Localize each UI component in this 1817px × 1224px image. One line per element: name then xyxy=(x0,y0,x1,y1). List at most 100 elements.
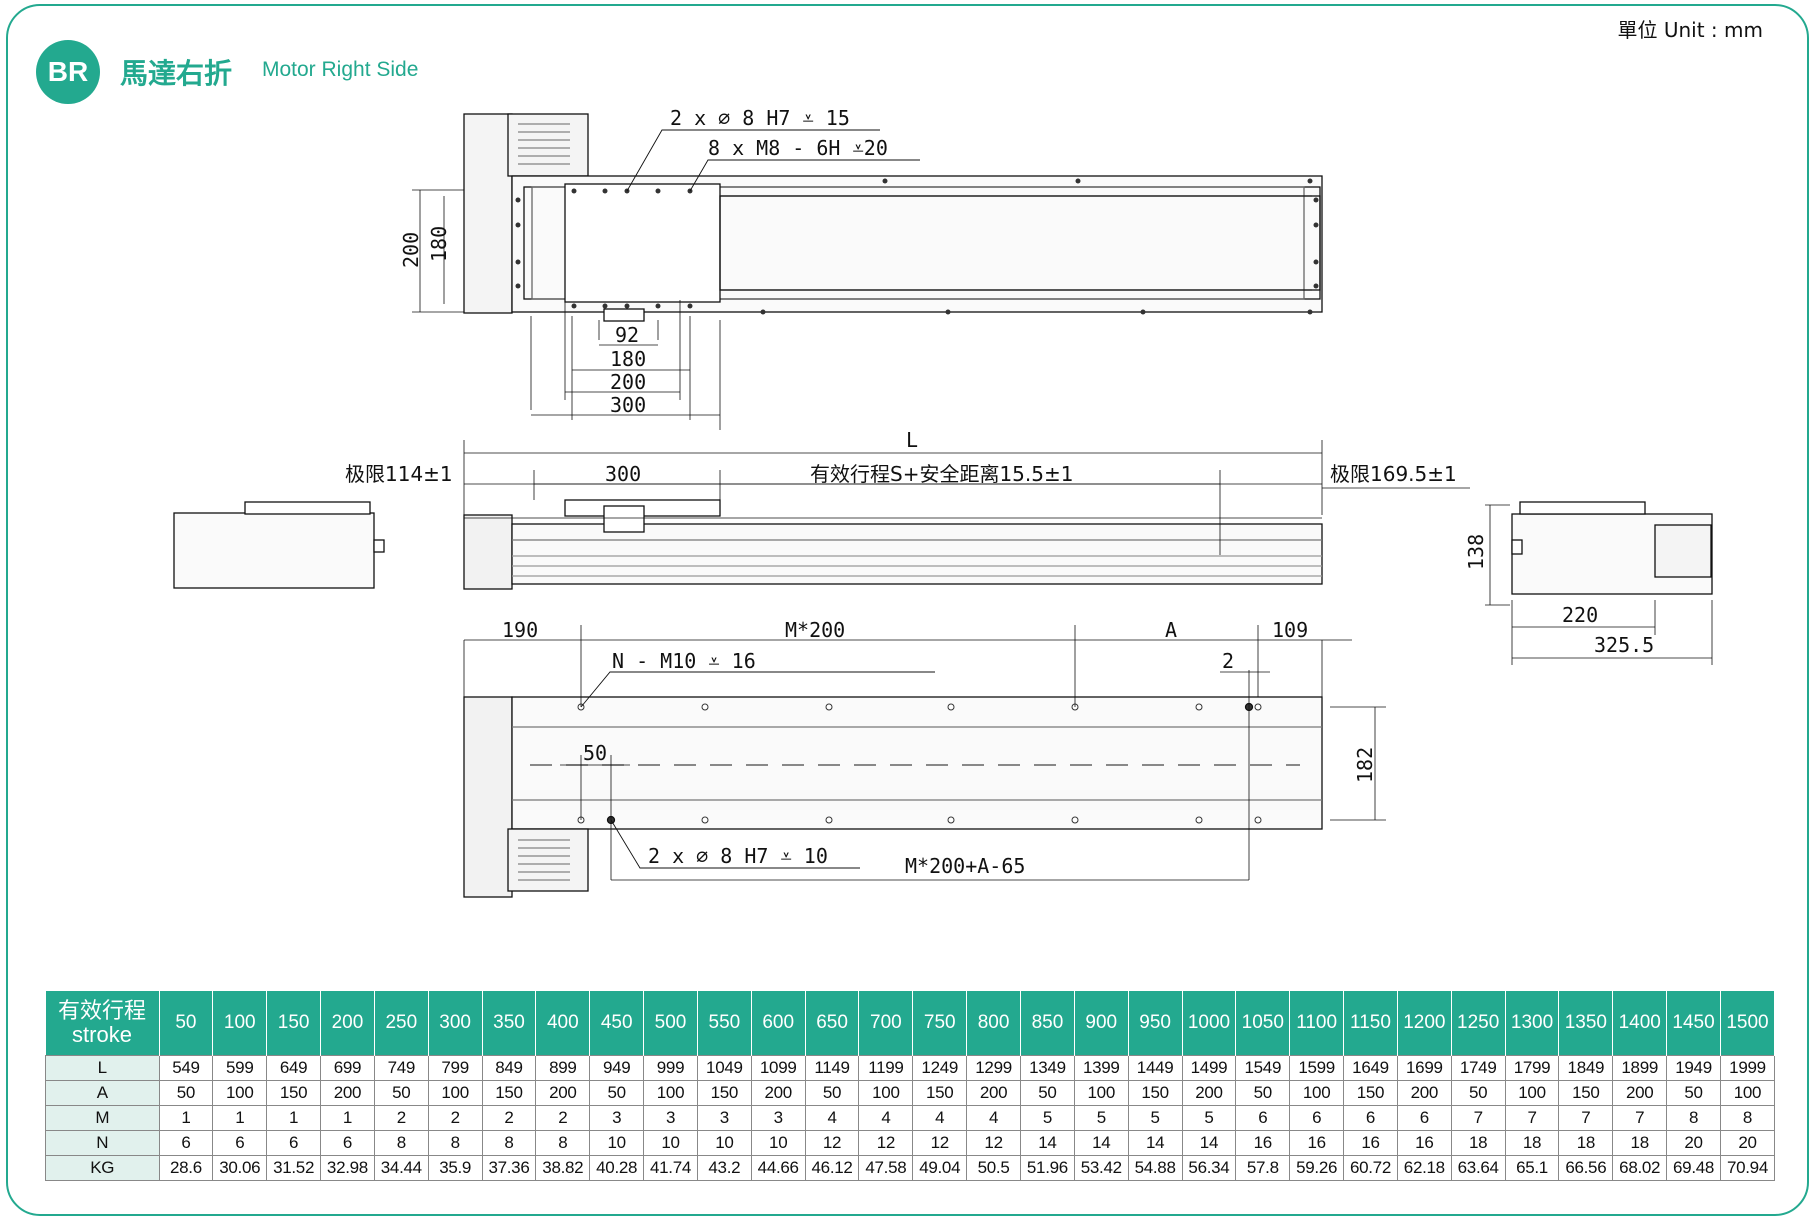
table-cell: 200 xyxy=(535,1080,591,1106)
table-cell: 53.42 xyxy=(1073,1155,1129,1181)
table-cell: 38.82 xyxy=(535,1155,591,1181)
stroke-header-1200: 1200 xyxy=(1397,991,1452,1056)
table-cell: 50 xyxy=(1666,1080,1721,1106)
table-cell: 5 xyxy=(1181,1105,1237,1131)
table-cell: 69.48 xyxy=(1666,1155,1721,1181)
table-cell: 63.64 xyxy=(1450,1155,1506,1181)
table-cell: 2 xyxy=(373,1105,429,1131)
stroke-header-800: 800 xyxy=(966,991,1021,1056)
table-cell: 34.44 xyxy=(373,1155,429,1181)
table-cell: 20 xyxy=(1719,1130,1776,1156)
table-cell: 150 xyxy=(1558,1080,1614,1106)
table-cell: 150 xyxy=(1127,1080,1183,1106)
table-cell: 1799 xyxy=(1504,1055,1560,1081)
table-cell: 150 xyxy=(912,1080,968,1106)
table-cell: 999 xyxy=(643,1055,698,1081)
table-cell: 49.04 xyxy=(912,1155,968,1181)
table-cell: 44.66 xyxy=(750,1155,806,1181)
stroke-header-550: 550 xyxy=(697,991,752,1056)
stroke-header-1450: 1450 xyxy=(1666,991,1721,1056)
table-cell: 32.98 xyxy=(320,1155,375,1181)
table-cell: 6 xyxy=(266,1130,322,1156)
table-cell: 200 xyxy=(1396,1080,1452,1106)
table-cell: 1849 xyxy=(1558,1055,1614,1081)
table-cell: 100 xyxy=(858,1080,914,1106)
top-dim-200: 200 xyxy=(399,232,423,268)
stroke-header-400: 400 xyxy=(535,991,591,1056)
table-cell: 200 xyxy=(1612,1080,1668,1106)
top-dim-180: 180 xyxy=(427,226,451,262)
table-cell: 62.18 xyxy=(1396,1155,1452,1181)
table-cell: 68.02 xyxy=(1612,1155,1668,1181)
table-cell: 8 xyxy=(481,1130,537,1156)
side-dim-300: 300 xyxy=(605,462,641,486)
table-cell: 1299 xyxy=(966,1055,1021,1081)
table-cell: 1399 xyxy=(1073,1055,1129,1081)
table-cell: 100 xyxy=(1719,1080,1776,1106)
table-cell: 50.5 xyxy=(966,1155,1021,1181)
table-cell: 10 xyxy=(750,1130,806,1156)
stroke-header-900: 900 xyxy=(1074,991,1129,1056)
bottom-dim-190: 190 xyxy=(502,618,538,642)
stroke-header-750: 750 xyxy=(912,991,968,1056)
side-dim-L: L xyxy=(906,428,918,452)
table-cell: 65.1 xyxy=(1504,1155,1560,1181)
table-cell: 14 xyxy=(1073,1130,1129,1156)
table-cell: 8 xyxy=(427,1130,483,1156)
table-cell: 46.12 xyxy=(804,1155,860,1181)
table-cell: 5 xyxy=(1127,1105,1183,1131)
table-cell: 30.06 xyxy=(212,1155,268,1181)
table-cell: 1149 xyxy=(804,1055,860,1081)
table-cell: 100 xyxy=(212,1080,268,1106)
stroke-header-1400: 1400 xyxy=(1612,991,1668,1056)
stroke-header-cn: 有效行程 xyxy=(57,998,146,1023)
stroke-header-300: 300 xyxy=(428,991,483,1056)
table-cell: 1599 xyxy=(1289,1055,1345,1081)
stroke-header-850: 850 xyxy=(1020,991,1075,1056)
section-subtitle: Motor Right Side xyxy=(262,58,419,81)
table-cell: 100 xyxy=(1289,1080,1345,1106)
table-cell: 899 xyxy=(535,1055,591,1081)
table-cell: 16 xyxy=(1235,1130,1291,1156)
table-cell: 4 xyxy=(804,1105,860,1131)
stroke-header-1250: 1250 xyxy=(1451,991,1506,1056)
table-cell: 849 xyxy=(481,1055,537,1081)
table-cell: 1549 xyxy=(1235,1055,1291,1081)
table-cell: 100 xyxy=(427,1080,483,1106)
stroke-header-1150: 1150 xyxy=(1343,991,1398,1056)
table-cell: 1 xyxy=(320,1105,375,1131)
table-cell: 10 xyxy=(696,1130,752,1156)
top-dim-200b: 200 xyxy=(610,370,646,394)
stroke-header-250: 250 xyxy=(374,991,429,1056)
table-cell: 2 xyxy=(535,1105,591,1131)
table-cell: 100 xyxy=(643,1080,698,1106)
table-cell: 649 xyxy=(266,1055,322,1081)
row-label: KG xyxy=(45,1155,160,1181)
stroke-header-1500: 1500 xyxy=(1720,991,1776,1056)
table-cell: 16 xyxy=(1343,1130,1398,1156)
table-cell: 1 xyxy=(158,1105,214,1131)
table-cell: 2 xyxy=(481,1105,537,1131)
table-cell: 549 xyxy=(158,1055,214,1081)
stroke-header-700: 700 xyxy=(858,991,914,1056)
table-cell: 3 xyxy=(696,1105,752,1131)
table-cell: 1699 xyxy=(1396,1055,1452,1081)
table-cell: 100 xyxy=(1073,1080,1129,1106)
row-label: L xyxy=(45,1055,160,1081)
table-cell: 14 xyxy=(1181,1130,1237,1156)
table-cell: 7 xyxy=(1450,1105,1506,1131)
table-cell: 18 xyxy=(1450,1130,1506,1156)
table-cell: 949 xyxy=(589,1055,645,1081)
table-cell: 1049 xyxy=(696,1055,752,1081)
table-cell: 599 xyxy=(212,1055,268,1081)
table-cell: 3 xyxy=(750,1105,806,1131)
table-cell: 1099 xyxy=(750,1055,806,1081)
table-cell: 1949 xyxy=(1666,1055,1721,1081)
table-cell: 37.36 xyxy=(481,1155,537,1181)
top-hole-note-2: 8 x M8 - 6H ⩡20 xyxy=(708,136,888,160)
